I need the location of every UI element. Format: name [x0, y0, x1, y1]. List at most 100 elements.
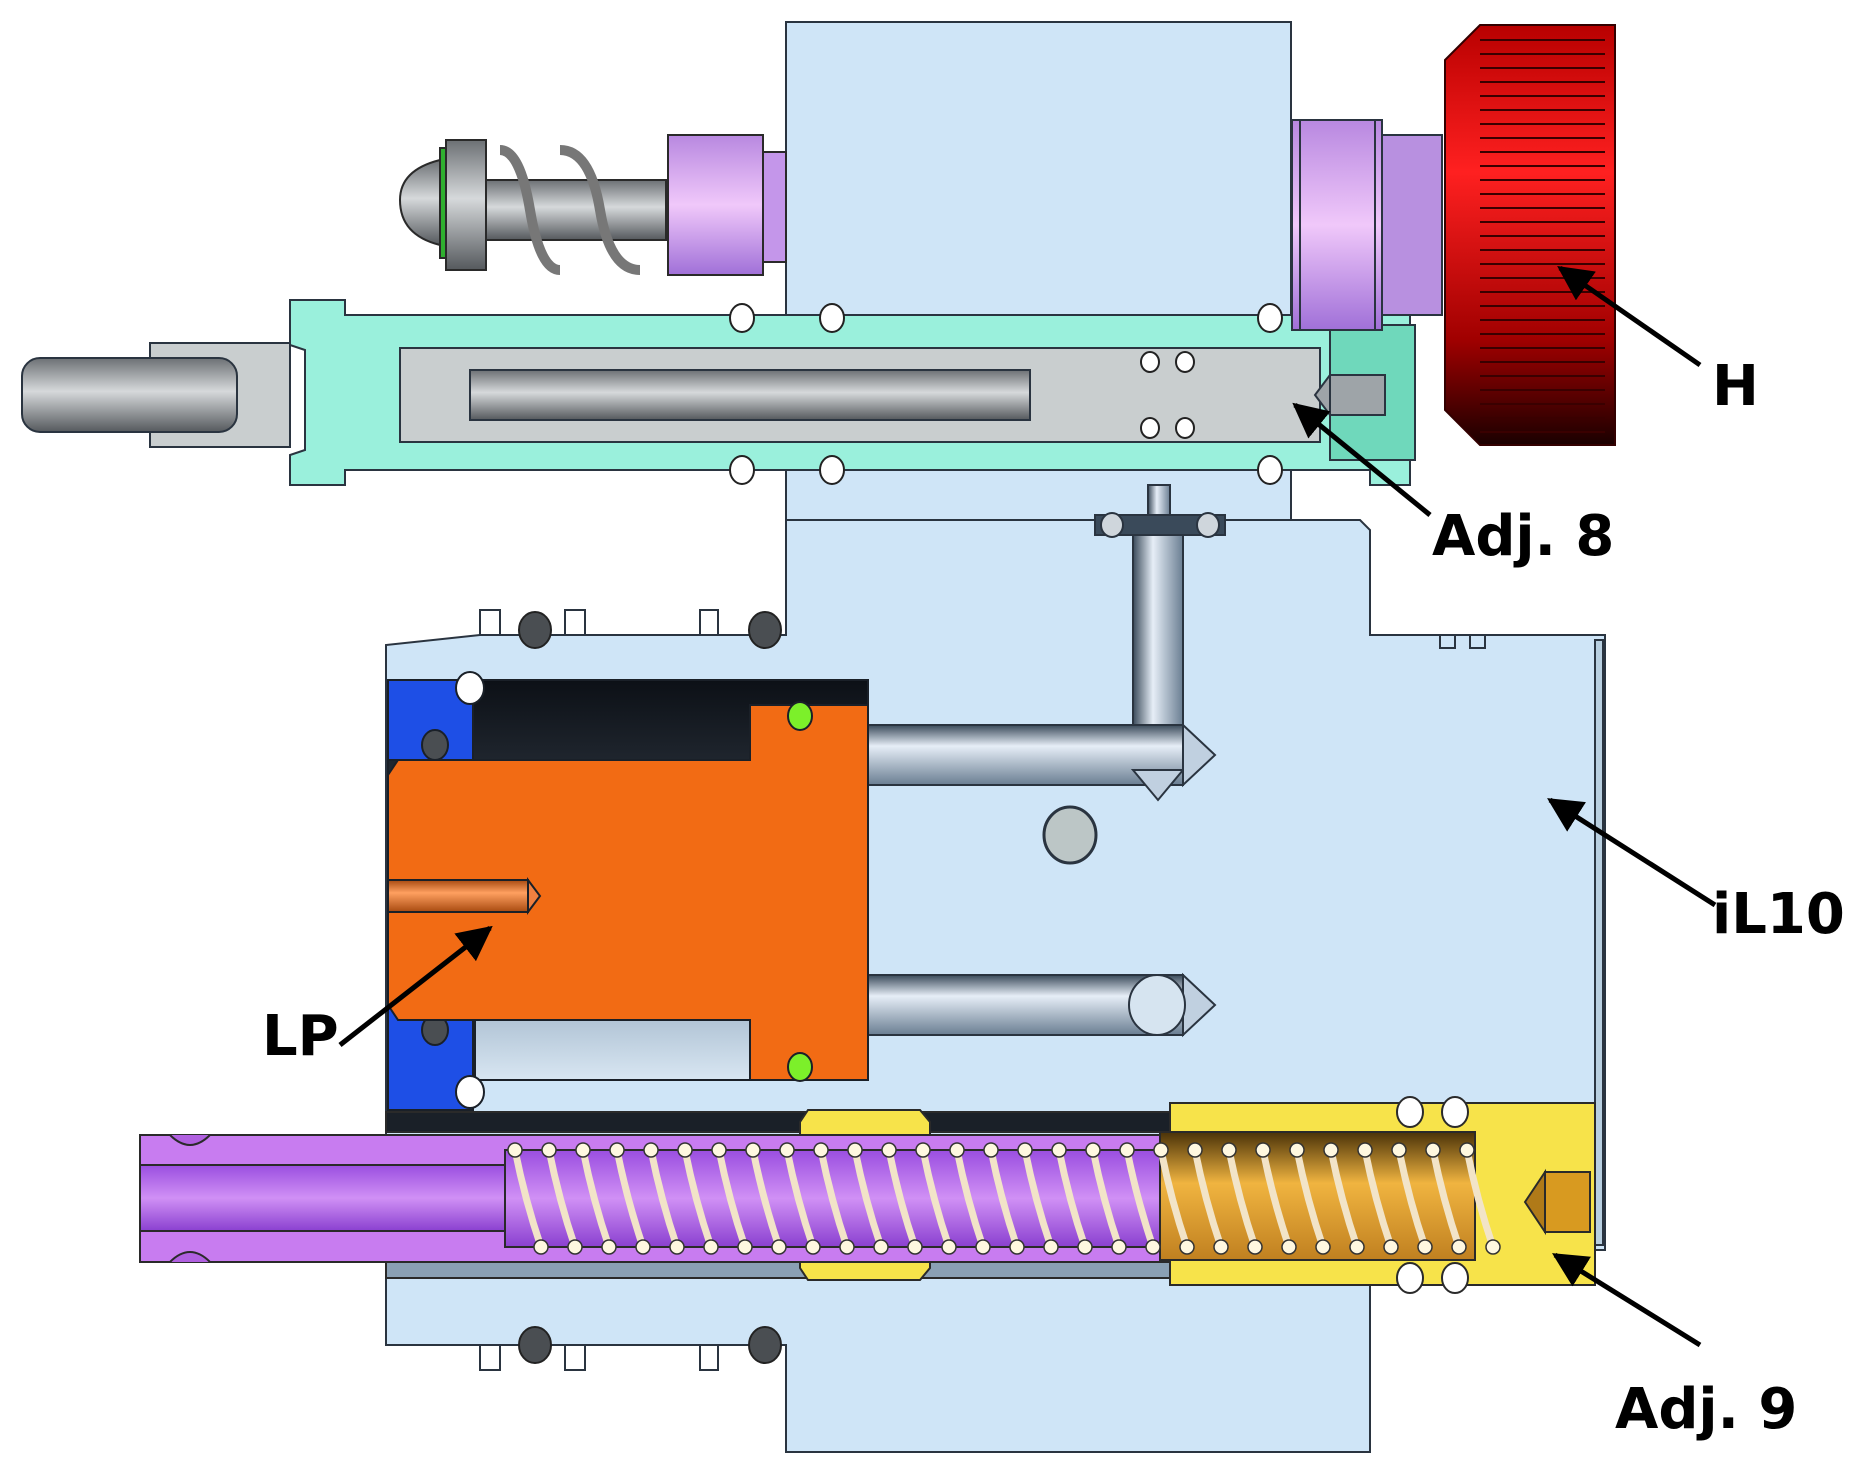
spring-wire-section [1085, 1142, 1101, 1158]
spring-wire-section [643, 1142, 659, 1158]
spring-wire-section [771, 1239, 787, 1255]
oring-icon [518, 1326, 552, 1364]
spring-wire-section [1221, 1142, 1237, 1158]
spring-coil [1361, 1149, 1395, 1249]
spring-wire-section [533, 1239, 549, 1255]
spring-wire-section [1323, 1142, 1339, 1158]
knurl-lines [1480, 39, 1605, 433]
spring-wire-section [1145, 1239, 1161, 1255]
spring-coil [1293, 1149, 1327, 1249]
spring-coil [715, 1149, 749, 1249]
spring-wire-section [1383, 1239, 1399, 1255]
spring-wire-section [1255, 1142, 1271, 1158]
spring-wire-section [711, 1142, 727, 1158]
spring-wire-section [703, 1239, 719, 1255]
spring-wire-section [983, 1142, 999, 1158]
spring-coil [1089, 1149, 1123, 1249]
spring-wire-section [1017, 1142, 1033, 1158]
upper-horizontal-port [867, 724, 1184, 786]
label-il10: iL10 [1712, 882, 1845, 947]
spring-coil [647, 1149, 681, 1249]
oring-icon [518, 611, 552, 649]
spring-coil [817, 1149, 851, 1249]
plunger-spring [499, 145, 641, 275]
spring-wire-section [677, 1142, 693, 1158]
cartridge-orings [729, 303, 1283, 485]
spring-wire-section [1485, 1239, 1501, 1255]
spring-wire-section [1357, 1142, 1373, 1158]
spring-wire-section [601, 1239, 617, 1255]
spring-wire-section [1153, 1142, 1169, 1158]
label-h: H [1712, 354, 1759, 419]
spring-coil [1055, 1149, 1089, 1249]
piston-pin [387, 879, 529, 913]
leader-line-adj8 [1292, 402, 1432, 517]
label-lp: LP [262, 1004, 339, 1069]
spring-coil [919, 1149, 953, 1249]
spring-wire-section [1417, 1239, 1433, 1255]
piston-chamber [387, 671, 869, 1111]
lilac-collar [667, 134, 764, 276]
leader-line-adj9 [1552, 1252, 1702, 1348]
spring-coil [1429, 1149, 1463, 1249]
spring-wire-section [745, 1142, 761, 1158]
lower-plunger-assembly [139, 1096, 1596, 1294]
spring-wire-section [975, 1239, 991, 1255]
spring-wire-section [575, 1142, 591, 1158]
leader-line-lp [338, 925, 493, 1047]
spring-wire-section [949, 1142, 965, 1158]
spring-coil [1021, 1149, 1055, 1249]
red-knurled-knob [1444, 24, 1616, 446]
green-oring-icon [787, 701, 813, 731]
lilac-hex-nut [1291, 119, 1443, 331]
spring-wire-section [567, 1239, 583, 1255]
spring-wire-section [1051, 1142, 1067, 1158]
plug-pin [1042, 805, 1098, 865]
green-oring-icon [787, 1052, 813, 1082]
oring-icon [748, 1326, 782, 1364]
spring-wire-section [1247, 1239, 1263, 1255]
spring-coil [1225, 1149, 1259, 1249]
spring-wire-section [1077, 1239, 1093, 1255]
spring-wire-section [881, 1142, 897, 1158]
spring-wire-section [1425, 1142, 1441, 1158]
spring-wire-section [1119, 1142, 1135, 1158]
spring-wire-section [941, 1239, 957, 1255]
spring-coil [1395, 1149, 1429, 1249]
spring-coil [1191, 1149, 1225, 1249]
spring-coil [1463, 1149, 1497, 1249]
spring-wire-section [635, 1239, 651, 1255]
leader-line-h [1557, 265, 1702, 368]
spring-coil [579, 1149, 613, 1249]
spring-coil [749, 1149, 783, 1249]
dome-cap [398, 158, 441, 247]
spring-wire-section [805, 1239, 821, 1255]
spring-wire-section [669, 1239, 685, 1255]
spring-wire-section [1315, 1239, 1331, 1255]
spring-wire-section [507, 1142, 523, 1158]
gray-spool [21, 342, 1386, 448]
callouts [338, 265, 1717, 1348]
spring-wire-section [609, 1142, 625, 1158]
compression-spring [507, 1142, 1501, 1255]
spring-coil [613, 1149, 647, 1249]
spring-wire-section [1281, 1239, 1297, 1255]
spring-coil [1327, 1149, 1361, 1249]
spring-coil [1123, 1149, 1157, 1249]
label-adj8: Adj. 8 [1432, 504, 1614, 569]
spring-wire-section [1451, 1239, 1467, 1255]
spring-coil [885, 1149, 919, 1249]
spring-wire-section [1459, 1142, 1475, 1158]
spring-wire-section [847, 1142, 863, 1158]
spring-wire-section [1043, 1239, 1059, 1255]
spring-wire-section [1009, 1239, 1025, 1255]
spring-wire-section [1213, 1239, 1229, 1255]
spring-wire-section [1349, 1239, 1365, 1255]
spool-inner-rod [469, 369, 1031, 421]
spring-coil [1157, 1149, 1191, 1249]
body-orings [518, 611, 782, 1364]
spring-wire-section [541, 1142, 557, 1158]
spring-wire-section [1111, 1239, 1127, 1255]
